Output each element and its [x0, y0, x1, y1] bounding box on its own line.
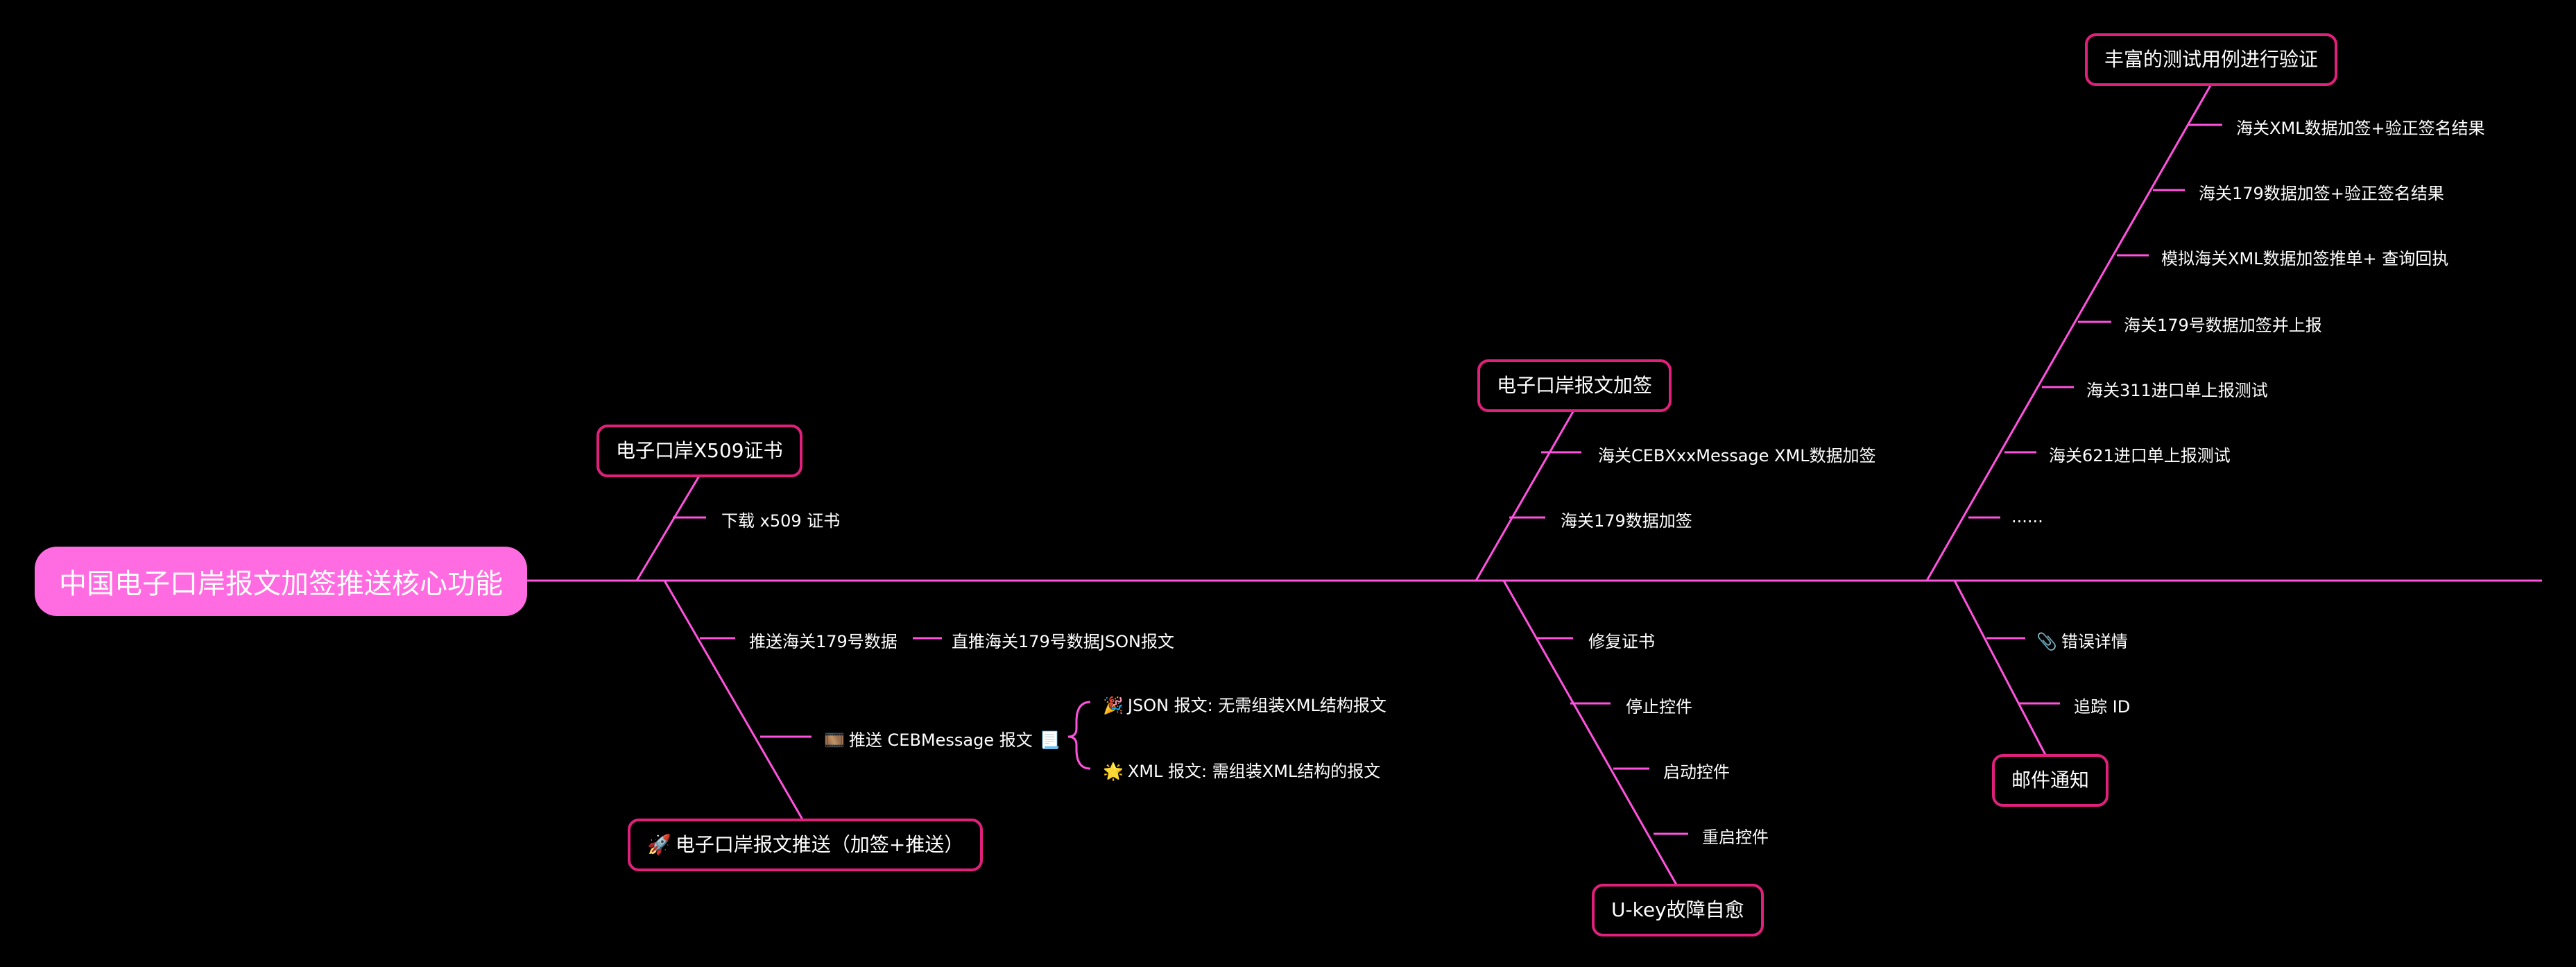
push-item-179-json[interactable]: 直推海关179号数据JSON报文 [952, 632, 1174, 651]
mail-error-label: 错误详情 [2061, 632, 2128, 651]
paperclip-icon: 📎 [2036, 632, 2057, 651]
push-title-label: 电子口岸报文推送（加签+推送） [675, 833, 964, 856]
star-icon: 🌟 [1103, 762, 1124, 781]
tests-item-3[interactable]: 模拟海关XML数据加签推单+ 查询回执 [2161, 249, 2449, 268]
branch-x509-title[interactable]: 电子口岸X509证书 [596, 425, 802, 477]
mail-item-trace[interactable]: 追踪 ID [2074, 697, 2131, 717]
ukey-item-start[interactable]: 启动控件 [1663, 762, 1730, 782]
x509-item-download[interactable]: 下载 x509 证书 [721, 511, 841, 531]
ceb-xml-label: XML 报文: 需组装XML结构的报文 [1127, 762, 1381, 781]
tests-item-6[interactable]: 海关621进口单上报测试 [2049, 446, 2231, 465]
push-item-179[interactable]: 推送海关179号数据 [749, 632, 898, 651]
root-topic[interactable]: 中国电子口岸报文加签推送核心功能 [35, 547, 527, 616]
branch-mail-title[interactable]: 邮件通知 [1992, 754, 2109, 807]
tests-item-1[interactable]: 海关XML数据加签+验正签名结果 [2236, 119, 2485, 138]
push-item-ceb[interactable]: 🎞️推送 CEBMessage 报文 📃 [824, 726, 1065, 751]
ceb-item-xml[interactable]: 🌟XML 报文: 需组装XML结构的报文 [1103, 758, 1380, 782]
ceb-label: 推送 CEBMessage 报文 [848, 730, 1033, 750]
branch-sign-title[interactable]: 电子口岸报文加签 [1477, 359, 1672, 412]
branch-push-title[interactable]: 🚀电子口岸报文推送（加签+推送） [628, 819, 984, 871]
ukey-item-restart[interactable]: 重启控件 [1702, 828, 1769, 847]
ukey-item-repair[interactable]: 修复证书 [1588, 632, 1655, 651]
frame-icon: 🎞️ [824, 730, 845, 750]
branch-ukey-title[interactable]: U-key故障自愈 [1592, 884, 1764, 936]
tests-item-more[interactable]: ...... [2011, 507, 2043, 527]
party-icon: 🎉 [1103, 696, 1124, 715]
ceb-item-json[interactable]: 🎉JSON 报文: 无需组装XML结构报文 [1103, 692, 1386, 716]
tests-item-2[interactable]: 海关179数据加签+验正签名结果 [2199, 184, 2444, 203]
rocket-icon: 🚀 [647, 833, 671, 856]
memo-icon: 📃 [1039, 730, 1061, 750]
sign-item-ceb[interactable]: 海关CEBXxxMessage XML数据加签 [1598, 446, 1876, 465]
branch-tests-title[interactable]: 丰富的测试用例进行验证 [2085, 33, 2338, 86]
tests-item-5[interactable]: 海关311进口单上报测试 [2086, 381, 2268, 400]
sign-item-179[interactable]: 海关179数据加签 [1561, 511, 1692, 531]
tests-item-4[interactable]: 海关179号数据加签并上报 [2124, 316, 2322, 335]
ukey-item-stop[interactable]: 停止控件 [1626, 697, 1692, 717]
mail-item-error[interactable]: 📎错误详情 [2036, 628, 2128, 652]
ceb-json-label: JSON 报文: 无需组装XML结构报文 [1127, 696, 1386, 715]
